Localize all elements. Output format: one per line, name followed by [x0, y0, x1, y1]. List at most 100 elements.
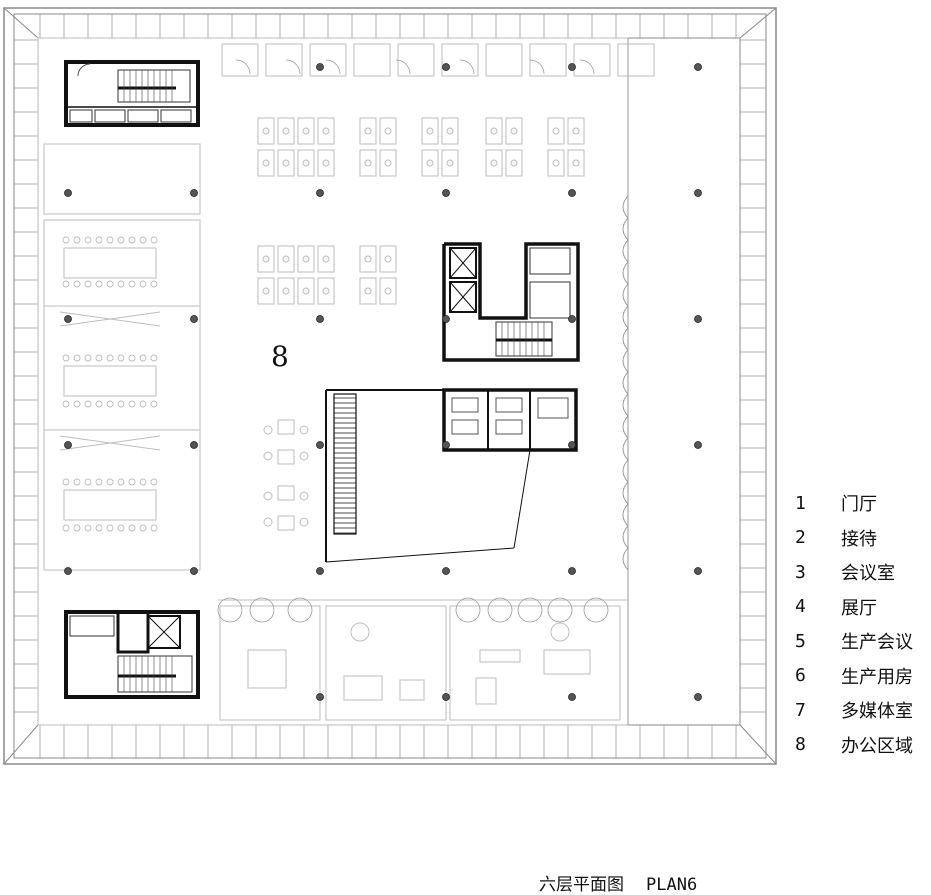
glazing-arc [622, 371, 629, 395]
workstation-desk [359, 149, 377, 177]
meeting-chair [117, 280, 125, 288]
workstation-desk [257, 245, 275, 273]
door-swing [459, 59, 475, 75]
column [190, 441, 198, 449]
desk-chair [384, 255, 392, 263]
legend-label: 接待 [841, 528, 877, 550]
desk-chair [302, 255, 310, 263]
meeting-chair [128, 280, 136, 288]
workstation-desk [297, 277, 315, 305]
meeting-chair [62, 354, 70, 362]
column [694, 441, 702, 449]
desk-chair [510, 127, 518, 135]
desk-chair [490, 127, 498, 135]
desk-chair [322, 127, 330, 135]
glazing-arc [622, 283, 629, 307]
desk-chair [282, 127, 290, 135]
door-swing [249, 597, 275, 623]
glazing-arc [622, 239, 629, 263]
column [442, 693, 450, 701]
legend-number: 4 [795, 596, 806, 618]
workstation-desk [547, 117, 565, 145]
central-core [442, 242, 580, 362]
structural-columns [64, 63, 702, 701]
workstation-desk [257, 117, 275, 145]
meeting-chair [117, 236, 125, 244]
desk-chair [282, 159, 290, 167]
column [190, 189, 198, 197]
column [694, 63, 702, 71]
zone-label-8: 8 [271, 340, 289, 373]
workstation-desk [485, 117, 503, 145]
desk-chair [384, 287, 392, 295]
column [694, 567, 702, 575]
glazing-arc [622, 437, 629, 461]
desk-chair [552, 127, 560, 135]
column [568, 315, 576, 323]
north-office-cubicle [617, 43, 655, 77]
desk-chair [302, 159, 310, 167]
door-swing [235, 59, 251, 75]
desk-chair [490, 159, 498, 167]
meeting-chair [150, 524, 158, 532]
desk-chair [426, 127, 434, 135]
glazing-arc [622, 547, 629, 571]
meeting-chair [84, 236, 92, 244]
legend-label: 会议室 [841, 563, 895, 585]
legend-number: 7 [795, 699, 806, 721]
workstation-desk [257, 277, 275, 305]
glazing-arc [622, 503, 629, 527]
column [316, 315, 324, 323]
column [568, 441, 576, 449]
meeting-chair [106, 236, 114, 244]
legend-label: 生产用房 [841, 666, 913, 688]
desk-chair [322, 159, 330, 167]
workstation-desk [317, 277, 335, 305]
stair-core-southwest [64, 610, 200, 699]
desk-chair [262, 159, 270, 167]
workstation-desk [317, 245, 335, 273]
office-workstations [221, 43, 655, 305]
column [64, 441, 72, 449]
facade-mullions [14, 14, 766, 758]
column [64, 315, 72, 323]
workstation-desk [441, 117, 459, 145]
south-rooms [218, 599, 628, 721]
slab-edge [37, 37, 629, 726]
workstation-desk [441, 149, 459, 177]
desk-chair [384, 127, 392, 135]
meeting-chair [139, 524, 147, 532]
stair-core-northwest [64, 60, 200, 127]
workstation-desk [505, 117, 523, 145]
caption-title: 六层平面图 [539, 875, 624, 895]
toilet-core [442, 388, 578, 452]
meeting-chair [73, 280, 81, 288]
north-office-cubicle [353, 43, 391, 77]
desk-chair [510, 159, 518, 167]
workstation-desk [317, 117, 335, 145]
meeting-chair [73, 400, 81, 408]
meeting-chair [150, 280, 158, 288]
glazing-arc [622, 415, 629, 439]
door-swing [487, 597, 513, 623]
column [442, 63, 450, 71]
meeting-chair [128, 524, 136, 532]
meeting-chair [150, 354, 158, 362]
glazing-arc [622, 261, 629, 285]
meeting-chair [139, 400, 147, 408]
door-swing [455, 597, 481, 623]
workstation-desk [379, 117, 397, 145]
legend-label: 门厅 [841, 494, 877, 516]
column [190, 315, 198, 323]
meeting-chair [73, 236, 81, 244]
desk-chair [364, 255, 372, 263]
workstation-desk [277, 117, 295, 145]
meeting-chair [117, 354, 125, 362]
column [442, 189, 450, 197]
